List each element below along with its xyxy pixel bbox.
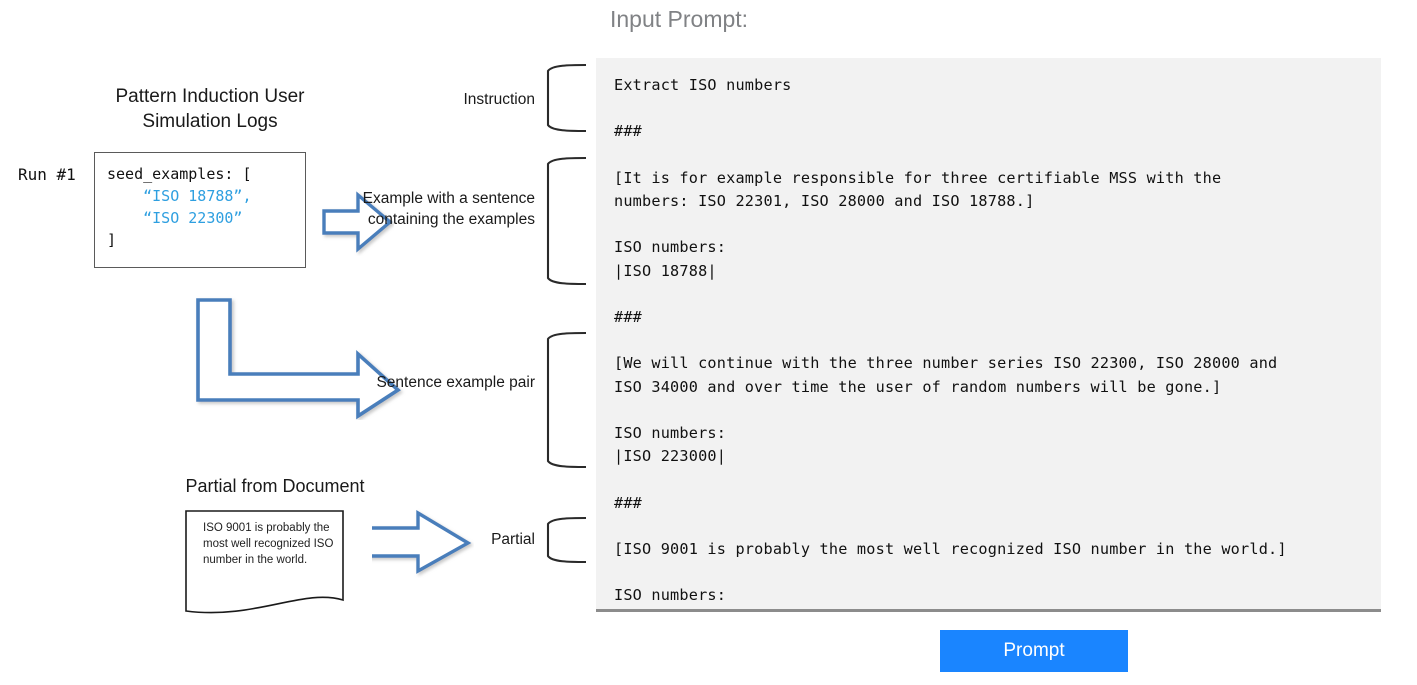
seed-line-2: “ISO 18788”, — [143, 187, 252, 205]
seed-line-1: seed_examples: [ — [107, 165, 252, 183]
partial-from-document-title: Partial from Document — [185, 476, 365, 496]
prompt-textarea[interactable]: Extract ISO numbers ### [It is for examp… — [596, 58, 1381, 612]
bracket-sentence-example-pair — [540, 330, 588, 475]
run-number-label: Run #1 — [18, 165, 76, 184]
seed-line-4: ] — [107, 231, 117, 249]
bracket-instruction — [540, 62, 588, 139]
partial-document-shape — [183, 508, 348, 614]
seed-line-3: “ISO 22300” — [143, 209, 243, 227]
arrow-right-seed-to-example — [322, 190, 394, 256]
pattern-induction-title: Pattern Induction User Simulation Logs — [115, 86, 305, 132]
annotation-partial: Partial — [491, 531, 535, 548]
arrow-elbow-seed-to-sentence-pair — [186, 292, 410, 420]
seed-examples-box: seed_examples: [ “ISO 18788”, “ISO 22300… — [94, 152, 306, 268]
prompt-body-text: Extract ISO numbers ### [It is for examp… — [614, 76, 1287, 605]
bracket-example-with-sentence — [540, 155, 588, 292]
partial-document-text: ISO 9001 is probably the most well recog… — [203, 522, 334, 566]
arrow-right-document-to-partial — [372, 508, 474, 578]
annotation-example-with-sentence: Example with a sentence containing the e… — [362, 190, 535, 228]
seed-examples-code: seed_examples: [ “ISO 18788”, “ISO 22300… — [95, 153, 305, 251]
annotation-sentence-example-pair: Sentence example pair — [376, 374, 535, 391]
bracket-partial — [540, 515, 588, 570]
prompt-button[interactable]: Prompt — [940, 630, 1128, 672]
annotation-instruction: Instruction — [463, 91, 535, 108]
input-prompt-heading: Input Prompt: — [610, 6, 749, 32]
